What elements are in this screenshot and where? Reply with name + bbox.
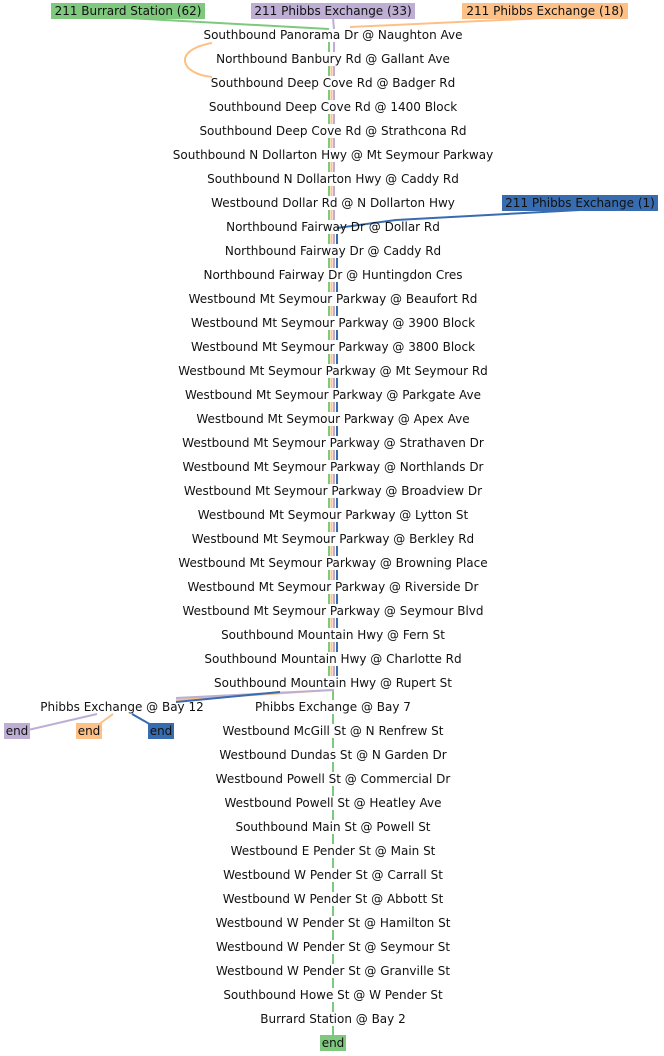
route-blue-branch	[175, 691, 281, 703]
stop-label: Westbound Mt Seymour Parkway @ Northland…	[182, 460, 483, 474]
stop-label: Southbound Mountain Hwy @ Fern St	[221, 628, 445, 642]
end-blue-label: end	[150, 724, 173, 738]
route-lines	[27, 17, 581, 1035]
side-stop-label: Phibbs Exchange @ Bay 12	[40, 700, 204, 714]
route-purple-origin-box	[251, 3, 415, 19]
end-orange-box	[76, 723, 102, 739]
stop-label: Westbound W Pender St @ Granville St	[216, 964, 450, 978]
stop-label: Southbound Panorama Dr @ Naughton Ave	[203, 28, 462, 42]
stop-label: Westbound Mt Seymour Parkway @ Seymour B…	[182, 604, 483, 618]
stop-label: Westbound Dollar Rd @ N Dollarton Hwy	[211, 196, 455, 210]
stop-label: Southbound Howe St @ W Pender St	[223, 988, 443, 1002]
route-purple-end-line	[27, 713, 98, 731]
end-blue-box	[148, 723, 174, 739]
stop-label: Southbound Deep Cove Rd @ 1400 Block	[209, 100, 457, 114]
stop-label: Westbound Mt Seymour Parkway @ Lytton St	[198, 508, 469, 522]
stop-label: Westbound McGill St @ N Renfrew St	[223, 724, 444, 738]
route-blue-origin-box	[502, 195, 658, 211]
stop-label: Westbound Powell St @ Commercial Dr	[216, 772, 451, 786]
stop-label: Burrard Station @ Bay 2	[260, 1012, 405, 1026]
route-green-origin-label: 211 Burrard Station (62)	[55, 4, 202, 18]
stop-label: Westbound Mt Seymour Parkway @ Berkley R…	[192, 532, 474, 546]
route-boxes: 211 Burrard Station (62) 211 Phibbs Excha…	[4, 3, 658, 1051]
stop-labels: Southbound Panorama Dr @ Naughton AveNor…	[40, 28, 493, 1026]
stop-label: Westbound E Pender St @ Main St	[231, 844, 436, 858]
stop-label: Westbound W Pender St @ Seymour St	[216, 940, 450, 954]
stop-label: Southbound N Dollarton Hwy @ Caddy Rd	[207, 172, 459, 186]
stop-label: Westbound Mt Seymour Parkway @ Mt Seymou…	[178, 364, 488, 378]
stop-label: Southbound Mountain Hwy @ Charlotte Rd	[204, 652, 461, 666]
stop-label: Northbound Fairway Dr @ Caddy Rd	[225, 244, 441, 258]
end-orange-label: end	[78, 724, 101, 738]
end-green-label: end	[322, 1036, 345, 1050]
stop-label: Phibbs Exchange @ Bay 7	[255, 700, 411, 714]
route-purple-origin-label: 211 Phibbs Exchange (33)	[254, 4, 411, 18]
stop-label: Westbound Mt Seymour Parkway @ Apex Ave	[196, 412, 469, 426]
route-orange-origin-label: 211 Phibbs Exchange (18)	[466, 4, 623, 18]
route-orange-origin	[349, 17, 546, 28]
end-purple-label: end	[6, 724, 29, 738]
end-green-box	[320, 1035, 346, 1051]
route-blue-origin	[336, 209, 581, 229]
route-orange-loop	[184, 42, 213, 78]
stop-label: Westbound Mt Seymour Parkway @ Beaufort …	[189, 292, 478, 306]
stop-label: Northbound Fairway Dr @ Huntingdon Cres	[203, 268, 462, 282]
route-green-origin-box	[51, 3, 205, 19]
stop-label: Westbound Mt Seymour Parkway @ Riverside…	[188, 580, 479, 594]
stop-label: Southbound Deep Cove Rd @ Badger Rd	[211, 76, 455, 90]
stop-label: Northbound Banbury Rd @ Gallant Ave	[216, 52, 450, 66]
stop-label: Westbound Mt Seymour Parkway @ Browning …	[178, 556, 487, 570]
stop-label: Westbound Mt Seymour Parkway @ Parkgate …	[185, 388, 481, 402]
route-blue-origin-label: 211 Phibbs Exchange (1)	[505, 196, 655, 210]
stop-label: Southbound Main St @ Powell St	[235, 820, 430, 834]
stop-label: Southbound Deep Cove Rd @ Strathcona Rd	[199, 124, 466, 138]
stop-label: Westbound Mt Seymour Parkway @ Strathave…	[182, 436, 484, 450]
stop-label: Westbound Mt Seymour Parkway @ 3900 Bloc…	[191, 316, 475, 330]
stop-label: Southbound N Dollarton Hwy @ Mt Seymour …	[173, 148, 493, 162]
stop-label: Southbound Mountain Hwy @ Rupert St	[214, 676, 452, 690]
route-purple-origin	[332, 17, 335, 30]
stop-label: Westbound W Pender St @ Hamilton St	[216, 916, 451, 930]
stop-label: Westbound Dundas St @ N Garden Dr	[219, 748, 446, 762]
route-orange-origin-box	[462, 3, 628, 19]
stop-label: Westbound Mt Seymour Parkway @ 3800 Bloc…	[191, 340, 475, 354]
end-purple-box	[4, 723, 30, 739]
stop-label: Westbound Mt Seymour Parkway @ Broadview…	[184, 484, 482, 498]
stop-label: Westbound W Pender St @ Carrall St	[223, 868, 443, 882]
route-green-origin	[127, 17, 330, 30]
stop-label: Westbound Powell St @ Heatley Ave	[225, 796, 442, 810]
stop-label: Westbound W Pender St @ Abbott St	[223, 892, 444, 906]
stop-label: Northbound Fairway Dr @ Dollar Rd	[226, 220, 440, 234]
